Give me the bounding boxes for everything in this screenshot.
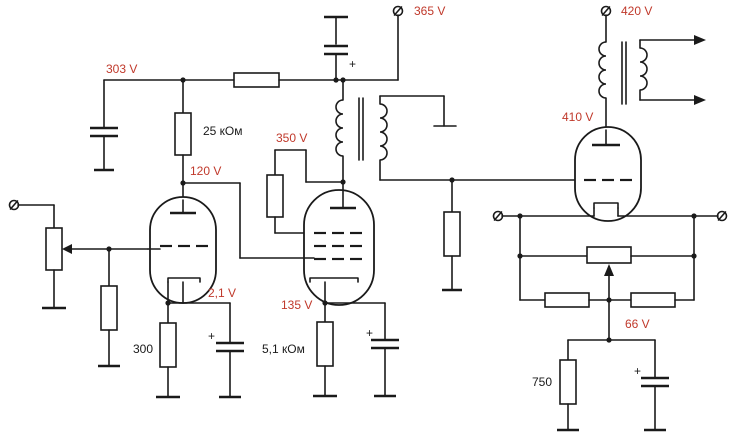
- output-transformer: [598, 14, 697, 131]
- capacitor-supply-top: [324, 15, 348, 81]
- capacitor-cathode-v2: [371, 302, 399, 398]
- input-terminal[interactable]: [8, 199, 20, 211]
- plus-mark-top-cap: +: [349, 57, 356, 71]
- resistor-300: [159, 322, 177, 368]
- tube-v3-output: [574, 126, 642, 222]
- label-350v: 350 V: [276, 131, 307, 145]
- interstage-transformer: [335, 79, 457, 183]
- label-420v: 420 V: [621, 4, 652, 18]
- label-750: 750: [532, 375, 552, 389]
- hum-balance-potentiometer[interactable]: [586, 246, 632, 264]
- speaker-return-arrow-icon[interactable]: [694, 95, 706, 105]
- tube-v2-pentode: [303, 181, 375, 306]
- wiper-arrow-icon: [62, 244, 72, 254]
- plus-mark-cathode-cap-v1: +: [208, 329, 215, 343]
- label-120v: 120 V: [190, 164, 221, 178]
- tube-v1-triode: [149, 196, 217, 304]
- resistor-grid-leak-output: [443, 211, 461, 257]
- label-2-1v: 2,1 V: [208, 286, 236, 300]
- heater-terminal-left[interactable]: [492, 210, 504, 222]
- label-25k: 25 кОм: [203, 124, 243, 138]
- label-5k1: 5,1 кОм: [262, 342, 305, 356]
- resistor-hum-left: [544, 292, 590, 308]
- hum-wiper-arrow-icon: [604, 264, 614, 276]
- junction-365v: [333, 77, 339, 83]
- plus-mark-output-cap: +: [634, 364, 641, 378]
- supply-terminal-365v[interactable]: [392, 5, 404, 17]
- capacitor-bus-left: [90, 79, 118, 172]
- speaker-out-arrow-icon[interactable]: [694, 35, 706, 45]
- capacitor-cathode-v1: [216, 302, 244, 399]
- resistor-hum-right: [630, 292, 676, 308]
- resistor-grid-leak-v1: [100, 285, 118, 331]
- plus-mark-cathode-cap-v2: +: [366, 326, 373, 340]
- resistor-bus-dropper: [233, 72, 280, 88]
- heater-terminal-right[interactable]: [716, 210, 728, 222]
- label-135v: 135 V: [281, 298, 312, 312]
- volume-potentiometer[interactable]: [45, 227, 63, 271]
- supply-terminal-420v[interactable]: [600, 5, 612, 17]
- capacitor-output-cathode: [641, 339, 669, 432]
- resistor-25k: [174, 112, 192, 156]
- label-303v: 303 V: [106, 62, 137, 76]
- label-300: 300: [133, 342, 153, 356]
- label-66v: 66 V: [625, 317, 650, 331]
- label-410v: 410 V: [562, 110, 593, 124]
- resistor-screen: [266, 174, 284, 218]
- label-365v: 365 V: [414, 4, 445, 18]
- resistor-5k1: [316, 321, 334, 367]
- resistor-750: [559, 359, 577, 405]
- junction-hum-center: [606, 297, 612, 303]
